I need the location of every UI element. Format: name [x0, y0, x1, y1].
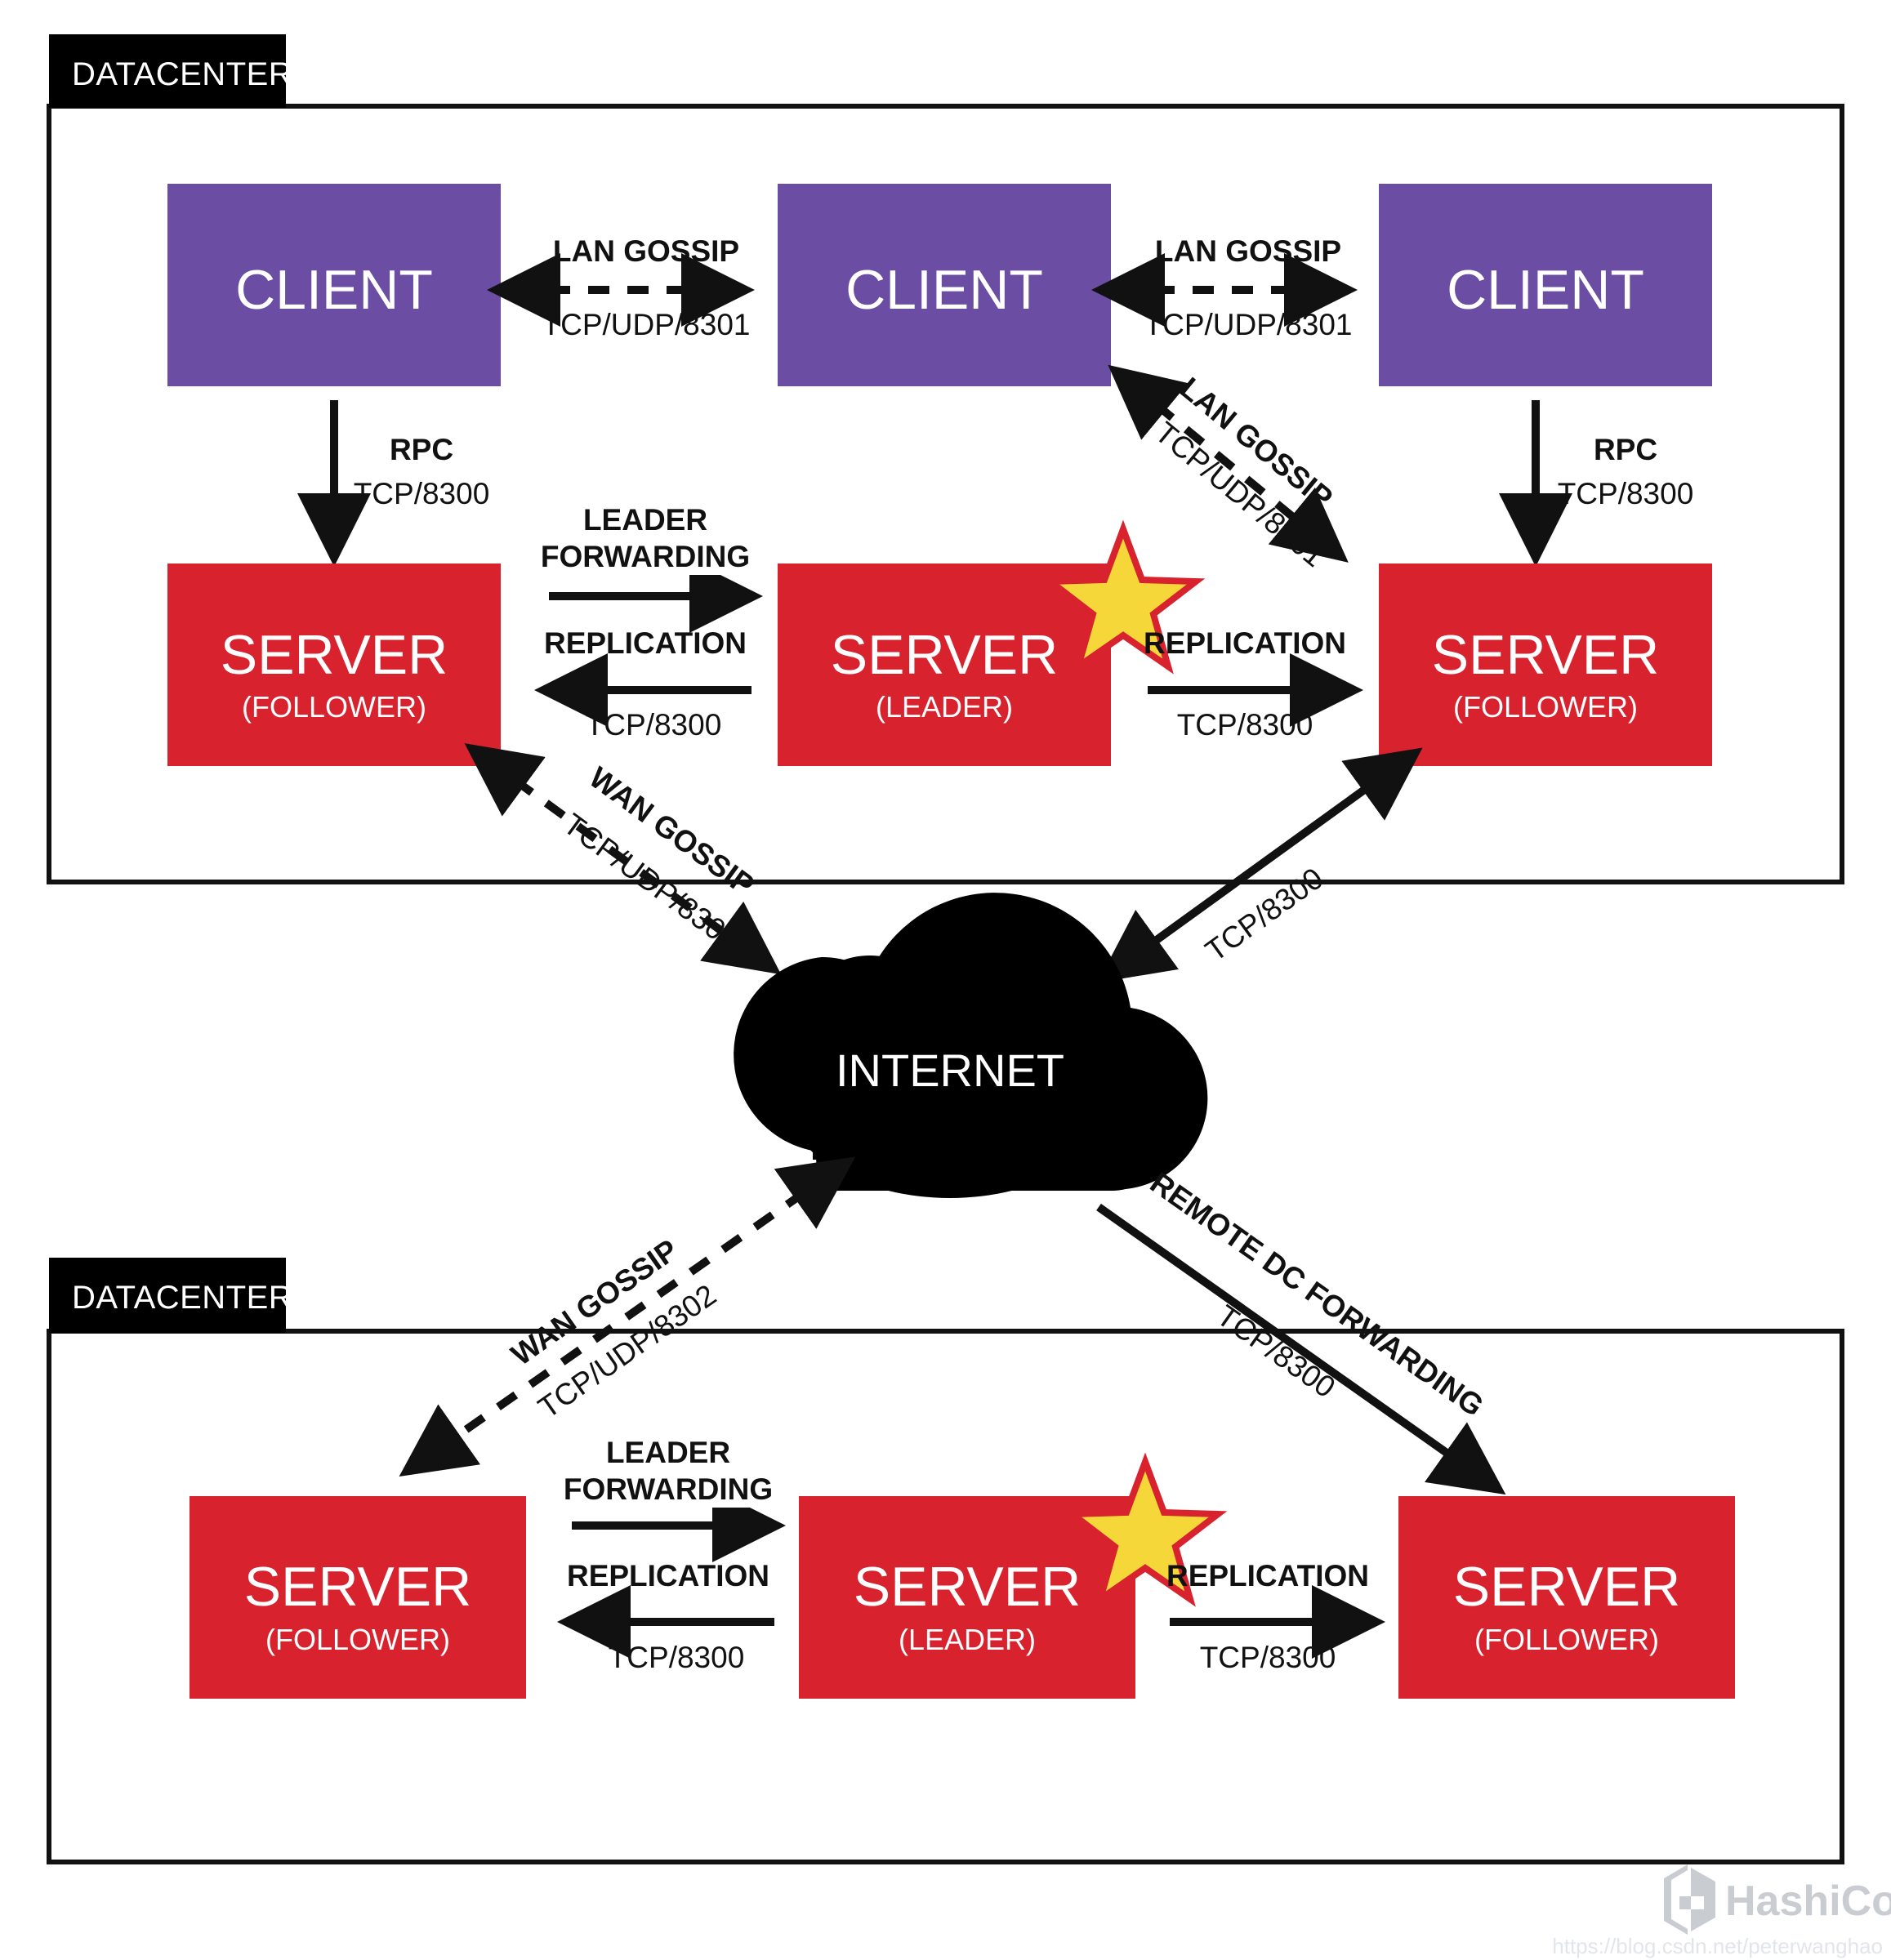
client-box[interactable]: [778, 184, 1111, 386]
dc1-server-follower-right[interactable]: SERVER (FOLLOWER): [1379, 564, 1712, 766]
edge-label-port: TCP/8300: [609, 1641, 745, 1674]
datacenter-2-label-chip: [49, 1258, 286, 1333]
server-role-label: (LEADER): [899, 1623, 1036, 1656]
datacenter-2-label: DATACENTER 2: [72, 1280, 321, 1316]
hashicorp-logo: HashiCorp https://blog.csdn.net/peterwan…: [1552, 1864, 1891, 1958]
datacenter-1-frame: [47, 104, 1844, 884]
hashicorp-mark-icon: [1664, 1864, 1688, 1935]
client-box[interactable]: [167, 184, 501, 386]
server-box[interactable]: [778, 564, 1111, 766]
server-box[interactable]: [1398, 1496, 1735, 1699]
dc1-replication-right: REPLICATION TCP/8300: [1144, 626, 1364, 742]
edge-arrow: [1108, 364, 1349, 563]
server-label: SERVER: [1432, 624, 1659, 686]
edge-label-name: REPLICATION: [1166, 1559, 1369, 1592]
edge-arrow: [1097, 747, 1423, 983]
dc2-server-follower-right[interactable]: SERVER (FOLLOWER): [1398, 1496, 1735, 1699]
edge-label-port: TCP/8300: [586, 708, 722, 742]
edge-label-name: LAN GOSSIP: [1155, 234, 1341, 268]
internet-cloud: INTERNET: [734, 893, 1208, 1198]
server-box[interactable]: [799, 1496, 1135, 1699]
dc1-client-gossip-right: LAN GOSSIP TCP/UDP/8301: [1090, 234, 1358, 341]
leader-star-icon: [1063, 1452, 1228, 1607]
server-label: SERVER: [1453, 1556, 1680, 1618]
client-box[interactable]: [1379, 184, 1712, 386]
dc1-server-follower-left[interactable]: SERVER (FOLLOWER): [167, 564, 501, 766]
edge-label-port: TCP/UDP/8301: [542, 308, 751, 341]
internet-label: INTERNET: [836, 1045, 1064, 1096]
dc1-client-2[interactable]: CLIENT: [778, 184, 1111, 386]
leader-star-icon: [1041, 519, 1206, 675]
dc2-replication-left: REPLICATION TCP/8300: [556, 1559, 774, 1674]
edge-label-name: REPLICATION: [1144, 626, 1346, 660]
server-role-label: (FOLLOWER): [242, 690, 426, 724]
edge-label-name: RPC: [1594, 433, 1657, 466]
datacenter-2-group: DATACENTER 2: [47, 1258, 1844, 1864]
edge-label-port: TCP/8300: [1177, 708, 1313, 742]
dc2-remote-dc-forwarding-edge: REMOTE DC FORWARDING TCP/8300: [1096, 1165, 1506, 1495]
hashicorp-wordmark: HashiCorp: [1725, 1878, 1891, 1925]
dc1-leader-forwarding: LEADER FORWARDING: [549, 559, 764, 633]
dc2-leader-forwarding: LEADER FORWARDING: [572, 1489, 787, 1562]
edge-label-port: TCP/8300: [1558, 477, 1694, 510]
edge-label-name: WAN GOSSIP: [505, 1233, 684, 1372]
dc1-replication-left: REPLICATION TCP/8300: [533, 626, 751, 742]
dc1-wan-gossip-edge: WAN GOSSIP TCP/UDP/8302: [464, 743, 782, 975]
hashicorp-h-icon: [1679, 1868, 1715, 1931]
datacenter-1-group: DATACENTER 1: [47, 34, 1844, 884]
cloud-body: [813, 1054, 1090, 1160]
dc1-client-1[interactable]: CLIENT: [167, 184, 501, 386]
server-role-label: (LEADER): [876, 690, 1013, 724]
edge-label-name: REPLICATION: [544, 626, 747, 660]
client-label: CLIENT: [1447, 259, 1644, 321]
dc1-rpc-left: RPC TCP/8300: [297, 400, 490, 568]
server-label: SERVER: [854, 1556, 1081, 1618]
dc1-client-3[interactable]: CLIENT: [1379, 184, 1712, 386]
edge-label-port: TCP/8300: [1199, 862, 1329, 969]
server-box[interactable]: [167, 564, 501, 766]
edge-label-port: TCP/8300: [354, 477, 490, 510]
edge-arrow: [1096, 1203, 1506, 1495]
server-label: SERVER: [244, 1556, 471, 1618]
server-role-label: (FOLLOWER): [1474, 1623, 1659, 1656]
dc1-client-gossip-left: LAN GOSSIP TCP/UDP/8301: [486, 234, 756, 341]
dc1-rpc-right: RPC TCP/8300: [1499, 400, 1694, 568]
edge-label-name: RPC: [390, 433, 453, 466]
dc2-replication-right: REPLICATION TCP/8300: [1166, 1559, 1386, 1674]
client-label: CLIENT: [235, 259, 433, 321]
server-role-label: (FOLLOWER): [1453, 690, 1638, 724]
watermark: https://blog.csdn.net/peterwanghao: [1552, 1934, 1883, 1958]
server-box[interactable]: [190, 1496, 526, 1699]
edge-label-port: TCP/UDP/8302: [533, 1278, 722, 1425]
edge-label-port: TCP/UDP/8301: [1144, 308, 1353, 341]
dc2-server-leader[interactable]: SERVER (LEADER): [799, 1452, 1228, 1699]
server-box[interactable]: [1379, 564, 1712, 766]
edge-label-port: TCP/8300: [1200, 1641, 1336, 1674]
dc2-server-follower-left[interactable]: SERVER (FOLLOWER): [190, 1496, 526, 1699]
edge-label-name: LAN GOSSIP: [553, 234, 739, 268]
datacenter-1-label: DATACENTER 1: [72, 56, 321, 92]
datacenter-1-label-chip: [49, 34, 286, 108]
datacenter-2-frame: [47, 1329, 1844, 1864]
client-label: CLIENT: [845, 259, 1043, 321]
server-role-label: (FOLLOWER): [265, 1623, 450, 1656]
edge-label-name: REPLICATION: [567, 1559, 769, 1592]
server-label: SERVER: [831, 624, 1058, 686]
edge-arrow: [464, 743, 782, 975]
dc1-server-leader[interactable]: SERVER (LEADER): [778, 519, 1206, 766]
server-label: SERVER: [221, 624, 448, 686]
dc1-client-server-gossip: LAN GOSSIP TCP/UDP/8301: [1108, 364, 1349, 573]
